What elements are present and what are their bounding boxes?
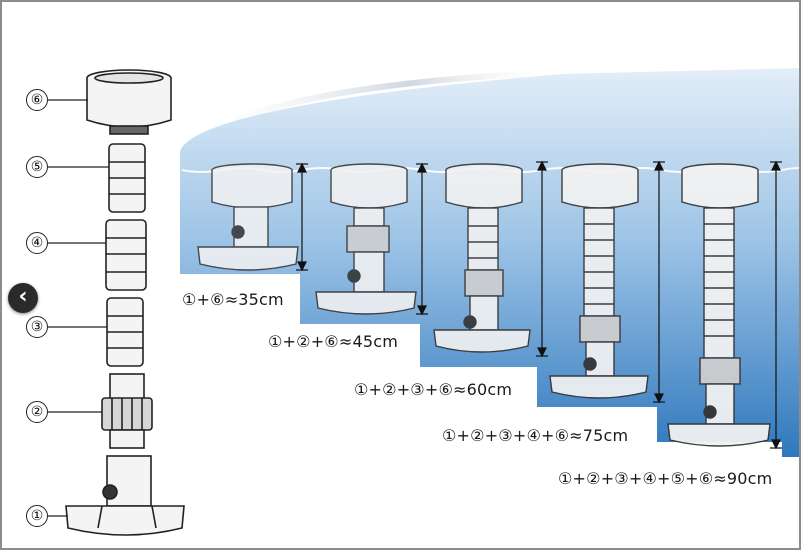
part-2-coupler bbox=[101, 373, 153, 449]
chevron-left-icon: ‹ bbox=[18, 284, 28, 309]
assembly-90cm bbox=[667, 163, 771, 447]
config-label-75cm: ①+②+③+④+⑥≈75cm bbox=[442, 426, 629, 445]
part-number-3: ③ bbox=[26, 316, 48, 338]
dimension-lines bbox=[296, 160, 782, 450]
assembly-35cm bbox=[197, 163, 299, 271]
part-3-pipe bbox=[106, 297, 144, 367]
config-label-45cm: ①+②+⑥≈45cm bbox=[268, 332, 398, 351]
part-6-cap bbox=[86, 69, 172, 135]
config-label-90cm: ①+②+③+④+⑤+⑥≈90cm bbox=[558, 469, 773, 488]
assembly-45cm bbox=[315, 163, 417, 315]
part-1-base bbox=[65, 455, 185, 536]
previous-image-button[interactable]: ‹ bbox=[8, 283, 38, 313]
part-5-pipe bbox=[108, 143, 146, 213]
part-4-pipe bbox=[105, 219, 147, 291]
assembly-75cm bbox=[549, 163, 649, 399]
leader-lines bbox=[48, 99, 109, 517]
part-number-5: ⑤ bbox=[26, 156, 48, 178]
part-number-6: ⑥ bbox=[26, 89, 48, 111]
part-number-1: ① bbox=[26, 505, 48, 527]
part-number-2: ② bbox=[26, 401, 48, 423]
part-number-4: ④ bbox=[26, 232, 48, 254]
exploded-parts bbox=[65, 69, 185, 536]
config-label-35cm: ①+⑥≈35cm bbox=[182, 290, 284, 309]
assembled-units bbox=[197, 163, 771, 447]
assembly-60cm bbox=[433, 163, 531, 353]
config-label-60cm: ①+②+③+⑥≈60cm bbox=[354, 380, 513, 399]
